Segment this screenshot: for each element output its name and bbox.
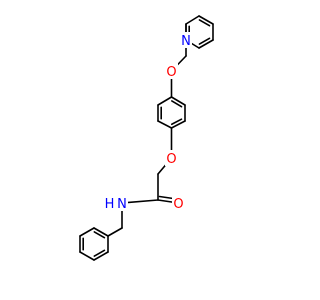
- label-bg-pyridine-nitrogen: [180, 32, 192, 48]
- bond-c8-c9: [157, 96, 173, 106]
- ether-oxygen-top-label: O: [166, 65, 176, 80]
- structure-diagram: N O O O N H: [79, 15, 214, 261]
- label-bg-amide-hydrogen: [104, 195, 115, 211]
- bond-c21-c22: [79, 227, 95, 237]
- bond-c2-c3-inner: [198, 37, 211, 45]
- bond-c4-c5: [198, 15, 214, 25]
- bond-c11-c12-inner: [170, 118, 183, 126]
- label-bg-ether-oxygen-top: [165, 63, 178, 79]
- bond-c22-c17: [93, 227, 109, 237]
- label-bg-ether-oxygen-mid: [165, 150, 178, 166]
- carbonyl-oxygen-label: O: [173, 197, 183, 212]
- bond-c13-c8-inner: [171, 100, 183, 108]
- atom-labels: N O O O N H: [104, 32, 192, 212]
- bond-c13-c8: [170, 96, 186, 106]
- bond-c5-c6: [185, 15, 200, 25]
- bond-c11-c12: [170, 120, 186, 129]
- bond-c22-c17-inner: [93, 231, 106, 239]
- amide-hydrogen-label: H: [105, 197, 115, 212]
- bond-c18-c19-inner: [93, 249, 106, 257]
- label-bg-carbonyl-oxygen: [172, 195, 185, 211]
- bond-c4-c5-inner: [198, 19, 211, 27]
- bond-c16-c17: [107, 227, 123, 237]
- label-bg-amide-nitrogen: [116, 195, 128, 211]
- bond-c10-c11: [157, 120, 173, 129]
- bond-c19-c20: [79, 251, 95, 261]
- bond-c18-c19: [93, 251, 109, 261]
- ether-oxygen-mid-label: O: [166, 152, 176, 167]
- bond-lines: [79, 15, 214, 261]
- amide-nitrogen-label: N: [117, 197, 127, 212]
- pyridine-nitrogen-label: N: [181, 34, 191, 49]
- bond-c2-c3: [198, 39, 214, 49]
